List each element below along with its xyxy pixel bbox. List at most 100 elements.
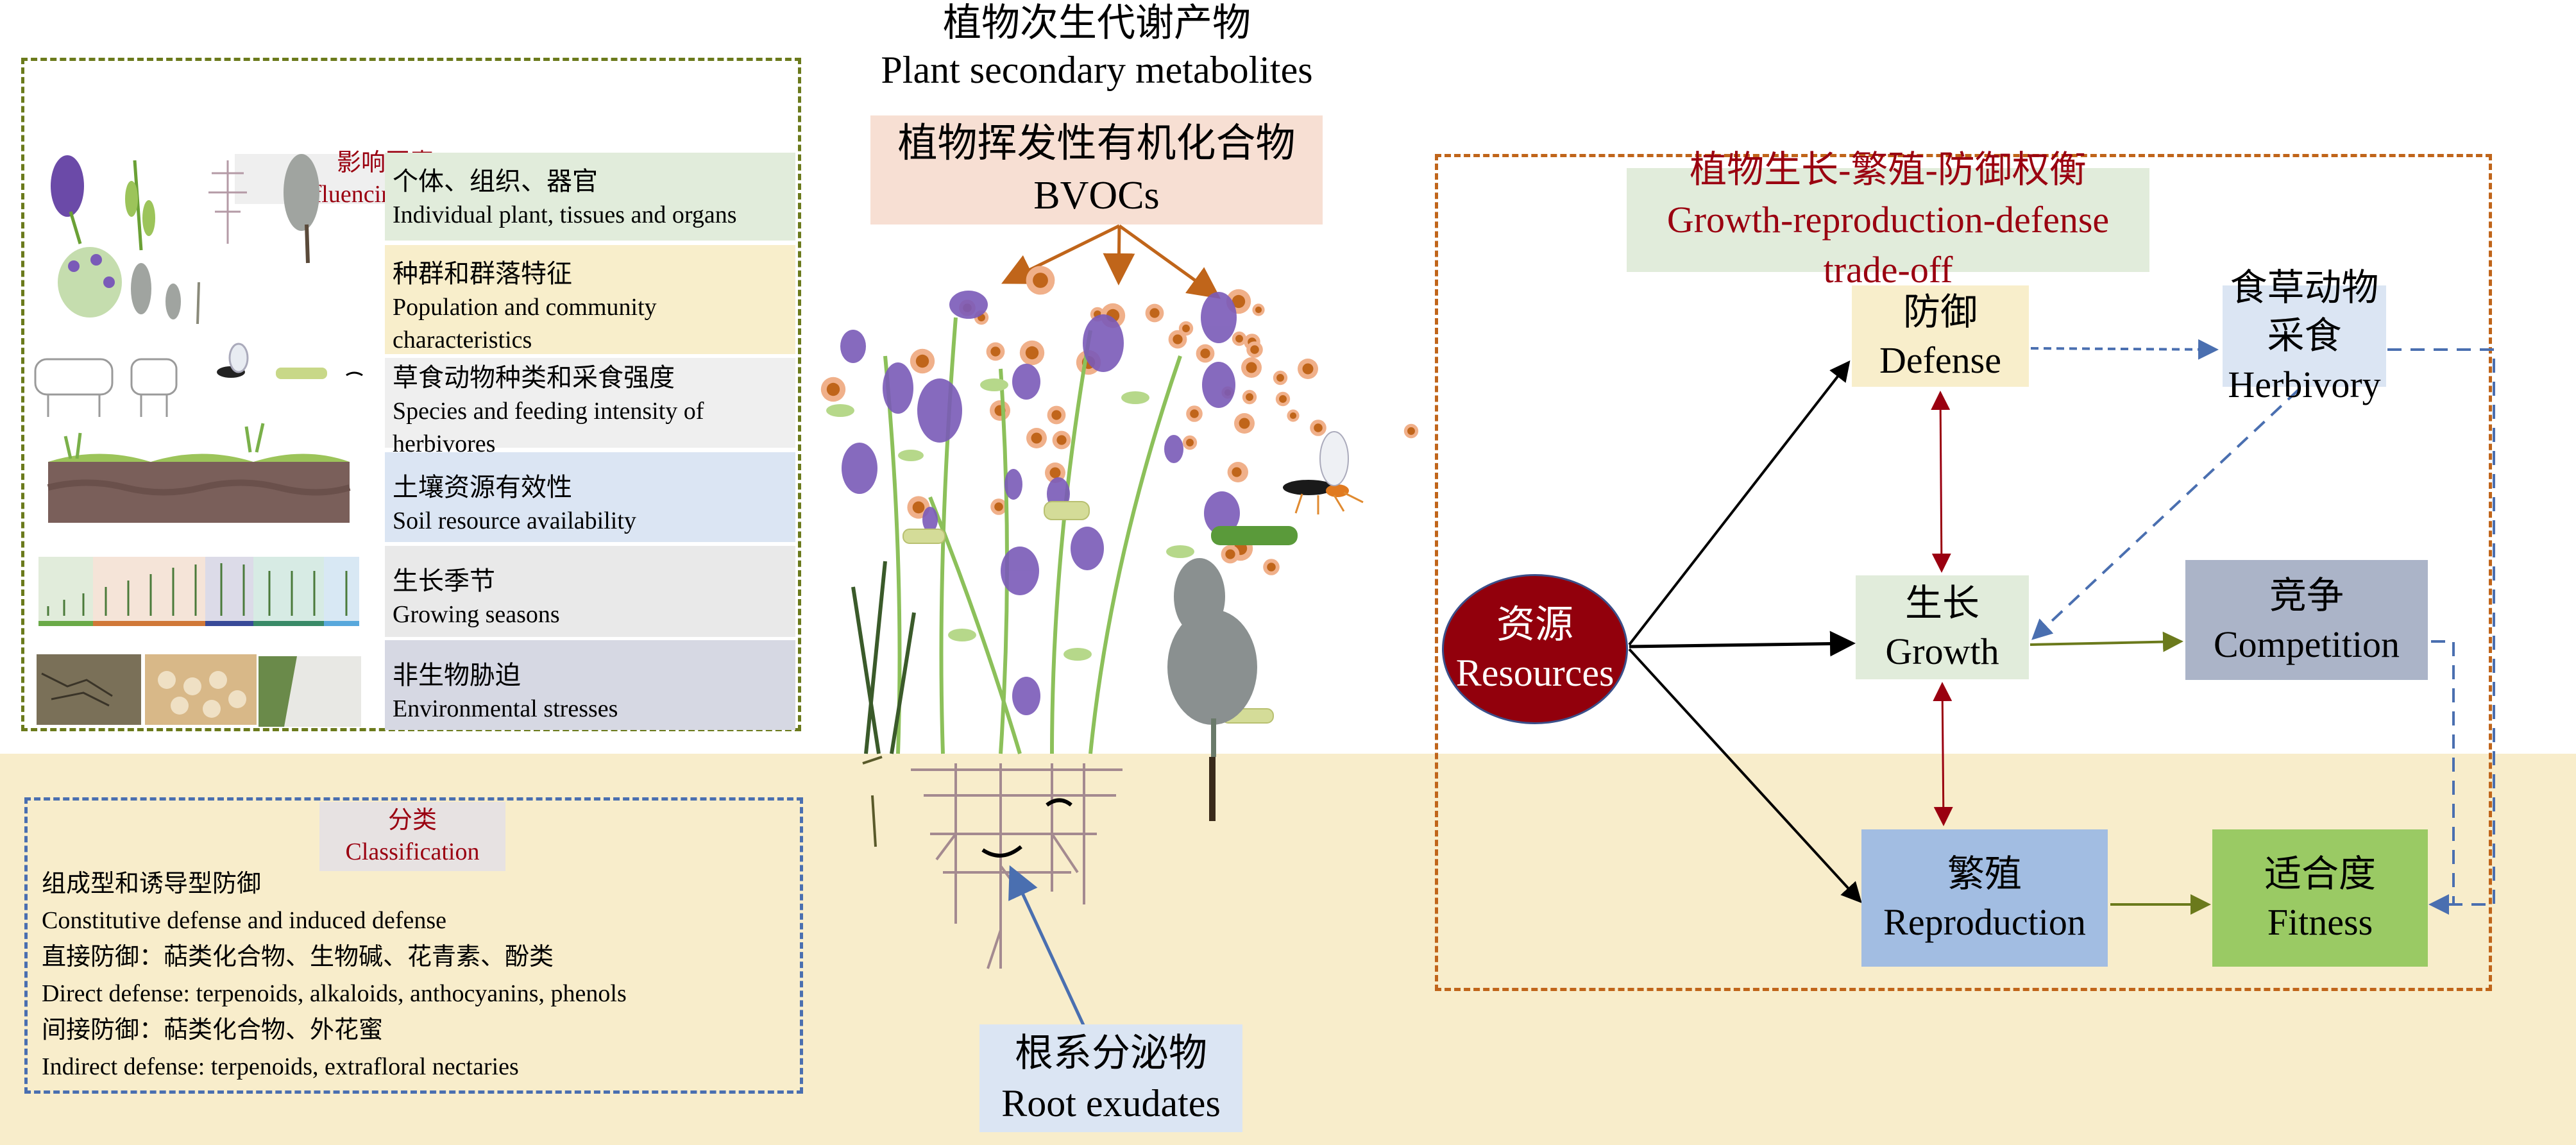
voc-particle-core: [1267, 563, 1276, 572]
node-growth: 生长 Growth: [1856, 575, 2029, 679]
classification-line: Direct defense: terpenoids, alkaloids, a…: [42, 980, 627, 1007]
voc-particle-core: [1056, 435, 1067, 445]
node-reproduction: 繁殖 Reproduction: [1861, 829, 2108, 967]
node-herbivory-cn: 食草动物采食: [2230, 266, 2379, 357]
voc-particle-core: [912, 501, 925, 514]
classification-line: 组成型和诱导型防御: [42, 870, 262, 897]
factor-en: Individual plant, tissues and organs: [393, 201, 737, 228]
node-fitness: 适合度 Fitness: [2212, 829, 2428, 967]
voc-particle-core: [1200, 348, 1210, 359]
bvocs-cn: 植物挥发性有机化合物: [897, 122, 1296, 166]
voc-particle-core: [1049, 467, 1061, 479]
voc-particle-core: [1239, 418, 1250, 429]
voc-particle-core: [1051, 410, 1062, 420]
edge-herbivory-fitness: [2387, 348, 2495, 915]
voc-particle-core: [1173, 334, 1183, 344]
voc-particle-core: [1235, 335, 1243, 343]
plant-parts-icon: [51, 154, 319, 264]
factor-en: Population and community characteristics: [393, 294, 657, 354]
root-exudates-en: Root exudates: [1001, 1082, 1221, 1124]
edge-competition-fitness: [2431, 640, 2455, 904]
classification-line: 直接防御：萜类化合物、生物碱、花青素、酚类: [42, 944, 554, 971]
stress-photos-icon: [37, 654, 361, 727]
voc-particle-core: [1232, 294, 1246, 309]
factor-row-soil: 土壤资源有效性 Soil resource availability: [385, 452, 795, 542]
voc-particle-core: [1279, 395, 1287, 403]
voc-particle-core: [1190, 409, 1199, 418]
edge-growth-competition: [2029, 631, 2183, 652]
node-resources: 资源 Resources: [1442, 574, 1628, 724]
node-resources-cn: 资源: [1496, 604, 1573, 646]
root-exudate-arrow: [1008, 865, 1086, 1028]
node-growth-cn: 生长: [1904, 582, 1979, 624]
tradeoff-frame: [1435, 154, 2492, 991]
factor-en: Environmental stresses: [393, 695, 618, 722]
factor-cn: 个体、组织、器官: [393, 167, 598, 196]
main-title: 植物次生代谢产物 Plant secondary metabolites: [872, 0, 1321, 94]
voc-particle-core: [1407, 427, 1415, 435]
grass-blades-icon: [851, 561, 916, 754]
node-reproduction-cn: 繁殖: [1947, 852, 2022, 895]
node-competition-en: Competition: [2214, 623, 2400, 665]
factor-row-stresses: 非生物胁迫 Environmental stresses: [385, 640, 795, 730]
root-exudates-label: 根系分泌物 Root exudates: [979, 1024, 1242, 1132]
bvocs-label: 植物挥发性有机化合物 BVOCs: [870, 115, 1323, 225]
voc-particle-core: [1033, 273, 1048, 288]
voc-particle-core: [1246, 393, 1253, 401]
factor-row-herbivores: 草食动物种类和采食强度 Species and feeding intensit…: [385, 358, 795, 457]
classification-line: Indirect defense: terpenoids, extraflora…: [42, 1053, 519, 1080]
edge-defense-growth: [1931, 391, 1951, 573]
voc-particle-core: [1232, 467, 1242, 477]
edge-herbivory-growth: [2031, 389, 2300, 640]
classification-header-cn: 分类: [387, 806, 437, 834]
node-defense: 防御 Defense: [1852, 285, 2029, 387]
parasitoid-wasp-icon: [1283, 431, 1364, 514]
voc-particle-core: [1289, 412, 1297, 420]
voc-particle-core: [1276, 374, 1284, 382]
sagebrush-icon: [1167, 558, 1257, 757]
node-competition: 竞争 Competition: [2185, 560, 2428, 680]
bvoc-arrow-left: [1001, 224, 1121, 284]
node-growth-en: Growth: [1885, 631, 1999, 672]
classification-text: 组成型和诱导型防御 Constitutive defense and induc…: [42, 866, 779, 1085]
voc-particle-core: [1250, 345, 1259, 354]
voc-particle-core: [1255, 306, 1262, 314]
factor-row-seasons: 生长季节 Growing seasons: [385, 546, 795, 637]
factor-cn: 土壤资源有效性: [393, 473, 572, 502]
node-resources-en: Resources: [1455, 652, 1614, 694]
edge-resources-growth: [1629, 631, 1856, 657]
factor-en: Growing seasons: [393, 601, 560, 628]
node-defense-en: Defense: [1879, 339, 2001, 381]
node-herbivory-en: Herbivory: [2228, 363, 2381, 405]
herbivores-icon: [34, 343, 363, 417]
voc-particles: [820, 266, 1419, 575]
growth-stages-icon: [38, 557, 359, 626]
voc-particle-core: [1149, 308, 1160, 318]
factor-en: Soil resource availability: [393, 507, 636, 534]
voc-particle-core: [1031, 432, 1042, 444]
edge-resources-reproduction: [1628, 648, 1862, 903]
main-title-en: Plant secondary metabolites: [881, 49, 1313, 92]
node-defense-cn: 防御: [1902, 291, 1978, 333]
classification-header: 分类 Classification: [319, 802, 505, 871]
factor-cn: 生长季节: [393, 566, 495, 595]
root-exudates-cn: 根系分泌物: [1015, 1032, 1207, 1074]
voc-particle-core: [1314, 423, 1323, 432]
edge-defense-herbivory: [2030, 339, 2219, 360]
voc-particle-core: [1186, 439, 1194, 446]
voc-particle-core: [1025, 346, 1039, 360]
node-herbivory: 食草动物采食 Herbivory: [2223, 267, 2386, 405]
node-fitness-cn: 适合度: [2264, 852, 2376, 895]
factor-cn: 草食动物种类和采食强度: [393, 363, 675, 392]
bvoc-arrows: [1001, 224, 1221, 299]
edge-resources-defense: [1628, 360, 1851, 646]
voc-particle-core: [990, 346, 1001, 357]
classification-frame: [24, 797, 803, 1094]
green-caterpillar-icon: [1211, 526, 1298, 545]
soil-profile-icon: [47, 423, 351, 523]
tradeoff-title: 植物生长-繁殖-防御权衡 Growth-reproduction-defense…: [1627, 149, 2149, 291]
tradeoff-title-cn: 植物生长-繁殖-防御权衡: [1690, 148, 2087, 191]
